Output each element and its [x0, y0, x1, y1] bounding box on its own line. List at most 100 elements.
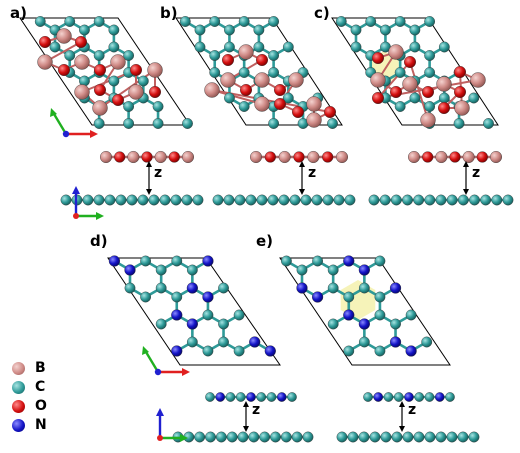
- boron-atom: [278, 150, 291, 163]
- legend-label-carbon: C: [35, 379, 46, 395]
- carbon-atom: [380, 431, 392, 443]
- carbon-atom: [358, 336, 370, 348]
- carbon-atom: [159, 194, 171, 206]
- carbon-atom: [446, 431, 458, 443]
- carbon-atom: [368, 194, 380, 206]
- carbon-atom: [402, 431, 414, 443]
- carbon-atom: [202, 309, 214, 321]
- carbon-atom: [137, 75, 149, 87]
- carbon-atom: [215, 431, 227, 443]
- carbon-atom: [336, 431, 348, 443]
- oxygen-atom: [93, 83, 106, 96]
- carbon-atom: [226, 431, 238, 443]
- legend-item-oxygen: O: [12, 398, 47, 414]
- carbon-atom: [374, 309, 386, 321]
- nitrogen-atom: [171, 309, 183, 321]
- panel-label-e: e): [256, 232, 274, 250]
- carbon-atom: [312, 255, 323, 267]
- carbon-atom: [194, 41, 206, 53]
- boron-atom: [74, 84, 90, 100]
- carbon-atom: [171, 291, 183, 303]
- y-axis-head: [50, 108, 57, 117]
- oxygen-atom: [74, 36, 87, 49]
- boron-atom: [154, 150, 167, 163]
- carbon-atom: [327, 118, 338, 129]
- oxygen-atom: [141, 151, 153, 163]
- carbon-atom: [152, 118, 164, 129]
- carbon-atom: [235, 392, 246, 402]
- oxygen-atom: [239, 83, 252, 96]
- carbon-atom: [140, 255, 151, 267]
- nitrogen-atom: [389, 336, 402, 348]
- carbon-atom: [383, 392, 394, 402]
- oxygen-atom: [322, 151, 334, 163]
- carbon-atom: [209, 16, 221, 27]
- carbon-atom: [270, 431, 281, 443]
- carbon-atom: [267, 194, 279, 206]
- carbon-atom: [82, 194, 94, 206]
- carbon-atom: [350, 41, 362, 53]
- carbon-atom: [457, 194, 469, 206]
- carbon-atom: [182, 118, 193, 129]
- y-axis-arrow: [52, 113, 68, 135]
- carbon-atom: [124, 282, 136, 294]
- boron-atom: [470, 72, 486, 88]
- nitrogen-atom-icon: [12, 418, 25, 432]
- carbon-atom: [296, 264, 308, 276]
- carbon-atom: [60, 194, 72, 206]
- carbon-atom: [327, 282, 339, 294]
- oxygen-atom: [58, 63, 71, 76]
- y-axis-head: [180, 434, 188, 442]
- carbon-atom: [123, 50, 135, 61]
- oxygen-atom: [454, 85, 467, 98]
- carbon-atom: [224, 41, 235, 53]
- interlayer-distance-label-b: z: [308, 165, 317, 181]
- carbon-atom: [302, 431, 314, 443]
- carbon-atom: [237, 431, 249, 443]
- arrow-head-up: [243, 401, 249, 407]
- carbon-atom: [137, 194, 149, 206]
- carbon-atom: [93, 118, 105, 129]
- oxygen-atom: [168, 151, 180, 163]
- y-axis-head: [142, 346, 149, 355]
- boron-atom: [249, 150, 262, 163]
- atom-layer: [34, 16, 514, 443]
- interlayer-distance-label-d: z: [252, 402, 261, 418]
- interlayer-distance-label-c: z: [472, 165, 481, 181]
- carbon-atom: [322, 194, 334, 206]
- nitrogen-atom: [215, 392, 226, 402]
- carbon-atom: [218, 336, 229, 348]
- legend-label-oxygen: O: [35, 398, 47, 414]
- carbon-atom: [79, 24, 90, 36]
- carbon-atom: [409, 24, 421, 36]
- carbon-atom: [287, 392, 297, 402]
- carbon-atom: [64, 50, 76, 61]
- oxygen-atom: [372, 52, 385, 65]
- nitrogen-atom: [343, 255, 355, 267]
- boron-atom: [110, 54, 126, 70]
- carbon-atom: [374, 255, 386, 267]
- oxygen-atom: [404, 56, 417, 69]
- boron-atom: [92, 100, 108, 116]
- bond: [377, 61, 411, 99]
- carbon-atom: [468, 431, 480, 443]
- carbon-atom: [438, 41, 450, 53]
- nitrogen-atom: [358, 318, 370, 330]
- boron-atom: [307, 150, 320, 163]
- panel-label-c: c): [314, 4, 330, 22]
- carbon-atom: [333, 194, 345, 206]
- carbon-atom: [238, 67, 250, 78]
- carbon-atom: [327, 318, 339, 330]
- oxygen-atom: [93, 63, 106, 76]
- boron-atom: [254, 72, 270, 88]
- z-axis-head: [72, 186, 80, 194]
- carbon-atom: [205, 431, 216, 443]
- carbon-atom: [365, 16, 377, 27]
- carbon-atom: [480, 194, 492, 206]
- carbon-atom: [104, 194, 116, 206]
- carbon-atom: [281, 255, 292, 267]
- carbon-atom: [413, 194, 425, 206]
- nitrogen-atom: [124, 264, 136, 276]
- carbon-atom: [379, 194, 391, 206]
